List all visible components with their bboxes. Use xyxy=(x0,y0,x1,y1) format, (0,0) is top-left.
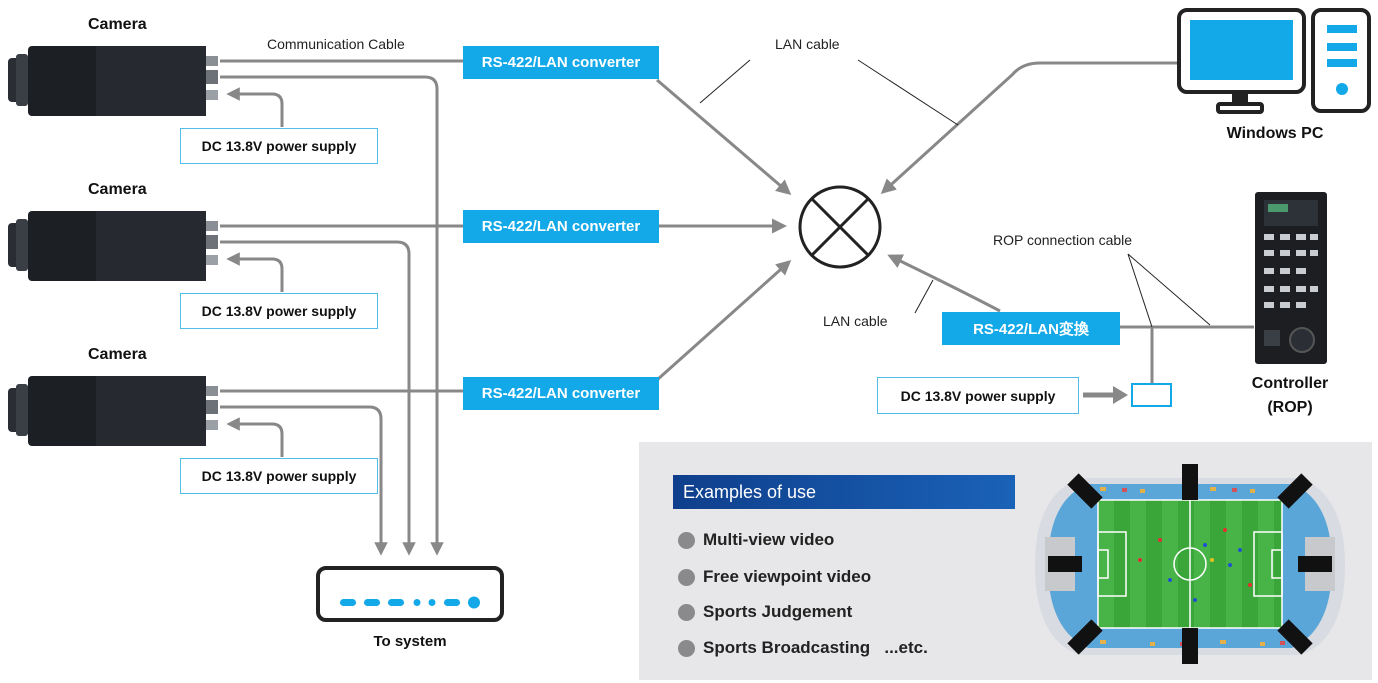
to-system-label: To system xyxy=(373,633,447,650)
example-item-4: Sports Broadcasting ...etc. xyxy=(678,638,928,658)
example-item-2: Free viewpoint video xyxy=(678,567,871,587)
to-system-device-icon xyxy=(316,566,504,622)
example-item-1: Multi-view video xyxy=(678,530,834,550)
converter-3: RS-422/LAN converter xyxy=(463,377,659,410)
examples-title: Examples of use xyxy=(673,475,1015,509)
controller-label-line2: (ROP) xyxy=(1267,399,1313,416)
controller-label: Controller (ROP) xyxy=(1230,372,1350,420)
lan-cable-label-bottom: LAN cable xyxy=(823,313,888,329)
camera-3-icon xyxy=(8,376,218,446)
controller-label-line1: Controller xyxy=(1251,375,1329,392)
windows-pc-label: Windows PC xyxy=(1226,125,1324,142)
example-item-3: Sports Judgement xyxy=(678,602,852,622)
example-item-4-text: Sports Broadcasting ...etc. xyxy=(703,638,928,657)
bullet-icon xyxy=(678,568,695,586)
rop-connection-cable-label: ROP connection cable xyxy=(993,232,1133,248)
power-supply-3: DC 13.8V power supply xyxy=(180,458,378,494)
example-item-2-text: Free viewpoint video xyxy=(703,567,872,586)
power-supply-2: DC 13.8V power supply xyxy=(180,293,378,329)
power-supply-1: DC 13.8V power supply xyxy=(180,128,378,164)
camera-3-label: Camera xyxy=(88,346,147,363)
camera-2-icon xyxy=(8,211,218,281)
rop-power-supply: DC 13.8V power supply xyxy=(877,377,1079,414)
communication-cable-label: Communication Cable xyxy=(267,36,405,52)
converter-2: RS-422/LAN converter xyxy=(463,210,659,243)
lan-hub-icon xyxy=(798,185,882,269)
windows-pc-icon xyxy=(1177,8,1371,114)
bullet-icon xyxy=(678,603,695,621)
camera-1-icon xyxy=(8,46,218,116)
rop-converter: RS-422/LAN変換 xyxy=(942,312,1120,345)
junction-box xyxy=(1131,383,1172,407)
camera-1-label: Camera xyxy=(88,16,147,33)
example-item-1-text: Multi-view video xyxy=(703,530,835,549)
lan-cable-label-top: LAN cable xyxy=(775,36,840,52)
controller-rop-icon xyxy=(1255,192,1327,364)
bullet-icon xyxy=(678,531,695,549)
bullet-icon xyxy=(678,639,695,657)
camera-2-label: Camera xyxy=(88,181,147,198)
example-item-3-text: Sports Judgement xyxy=(703,602,853,621)
converter-1: RS-422/LAN converter xyxy=(463,46,659,79)
